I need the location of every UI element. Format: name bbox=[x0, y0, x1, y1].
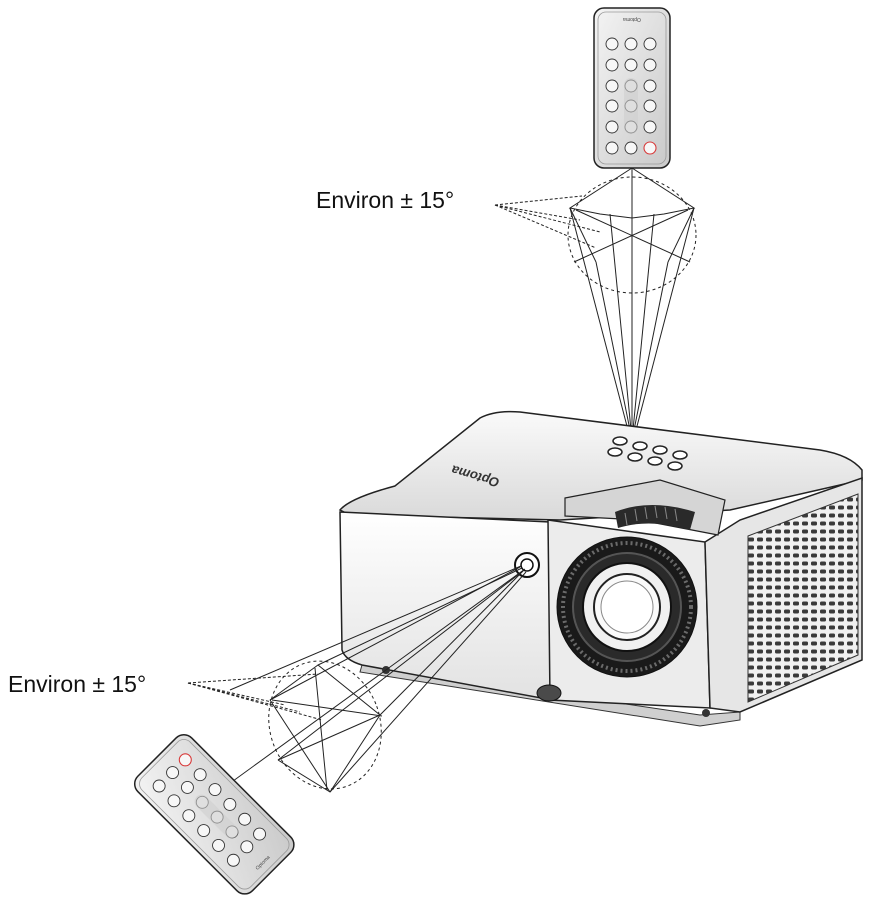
top-remote-control: Optoma bbox=[593, 7, 671, 169]
top-angle-label: Environ ± 15° bbox=[316, 187, 455, 213]
front-remote-power-icon bbox=[178, 753, 192, 767]
projector-vent-grille bbox=[747, 493, 859, 703]
projector-keypad bbox=[607, 436, 688, 471]
front-ir-range-cone bbox=[187, 565, 527, 806]
projector: Optoma bbox=[338, 410, 863, 727]
front-angle-label: Environ ± 15° bbox=[8, 671, 147, 697]
front-remote-control: Optoma bbox=[133, 733, 295, 895]
top-remote-brand: Optoma bbox=[623, 16, 641, 22]
top-remote-power-icon bbox=[643, 141, 657, 155]
top-ir-range-cone bbox=[494, 167, 697, 431]
projector-lens bbox=[556, 536, 698, 678]
projector-top-surface bbox=[338, 410, 863, 521]
